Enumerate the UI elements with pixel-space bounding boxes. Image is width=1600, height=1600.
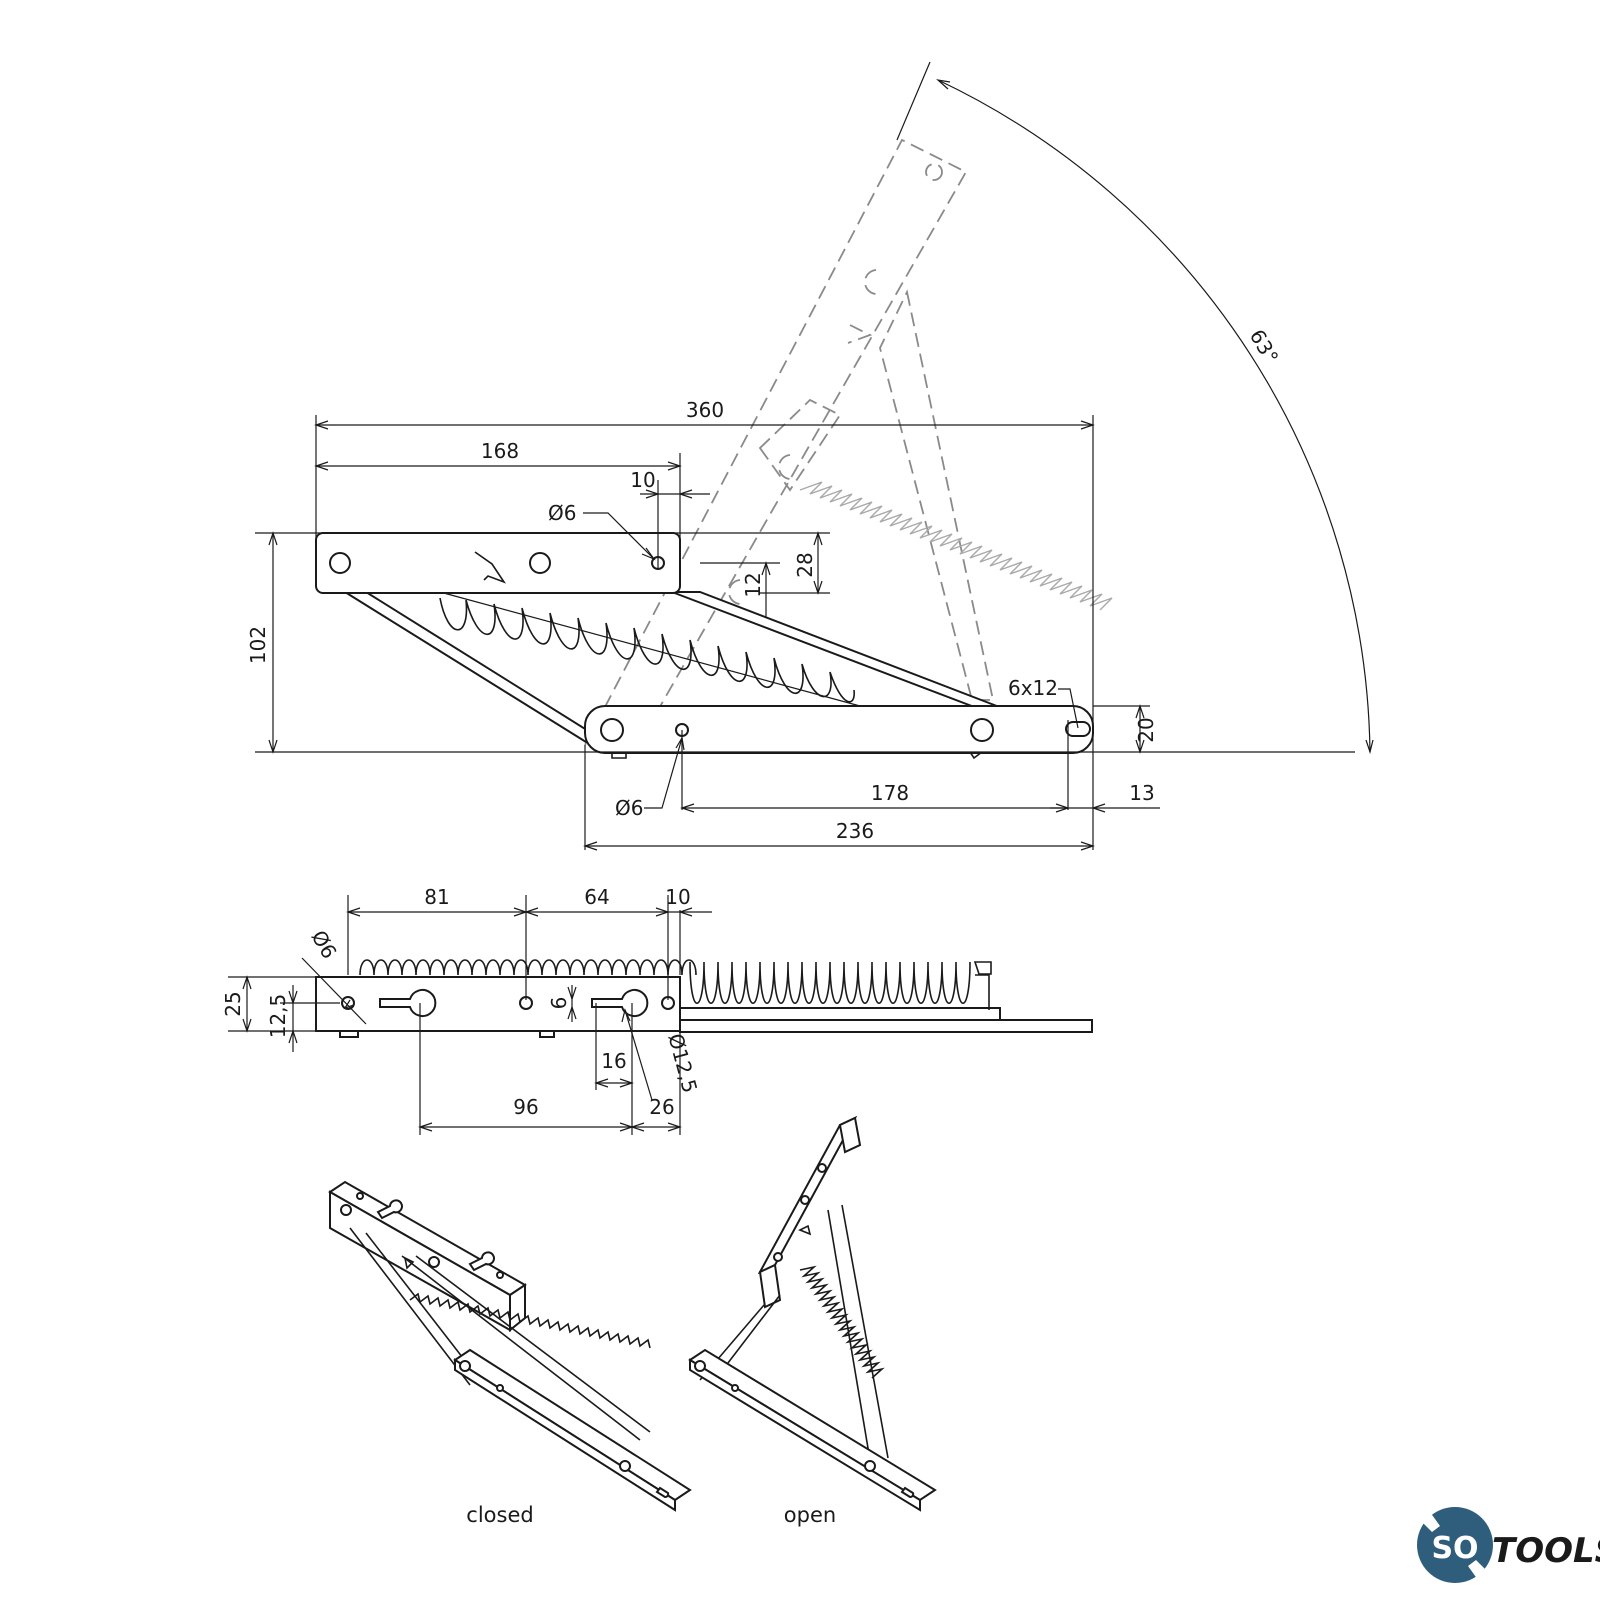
- dim-360: 360: [686, 398, 724, 422]
- dim-96: 96: [513, 1095, 538, 1119]
- top-spring: [359, 959, 992, 1010]
- dim-26: 26: [649, 1095, 674, 1119]
- side-view-dimensions: 360 168 10 Ø6 12 28 102 6x12 20: [246, 61, 1374, 851]
- dim-236: 236: [836, 819, 874, 843]
- dim-top-hole: Ø6: [307, 926, 342, 963]
- dim-102: 102: [246, 626, 270, 664]
- dim-28: 28: [793, 552, 817, 577]
- logo-badge-text: SO: [1431, 1531, 1478, 1566]
- caption-open: open: [784, 1503, 836, 1527]
- dim-20: 20: [1134, 717, 1158, 742]
- dim-10-bottom: 10: [665, 885, 690, 909]
- dim-angle-63: 63°: [1245, 325, 1284, 368]
- dim-6: 6: [547, 997, 571, 1010]
- open-spring-ghost: [799, 481, 1113, 611]
- iso-open: [688, 1115, 937, 1512]
- dim-168: 168: [481, 439, 519, 463]
- top-view: [315, 959, 1093, 1038]
- dim-13: 13: [1129, 781, 1154, 805]
- dim-10-top: 10: [630, 468, 655, 492]
- dim-64: 64: [584, 885, 609, 909]
- dim-slot: 6x12: [1008, 676, 1058, 700]
- closed-spring: [439, 591, 861, 707]
- logo-wrench-icon: [1420, 1512, 1488, 1580]
- dim-81: 81: [424, 885, 449, 909]
- so-tools-logo: SO TOOLS: [1417, 1507, 1600, 1583]
- dim-25: 25: [221, 991, 245, 1016]
- caption-closed: closed: [466, 1503, 533, 1527]
- dim-16: 16: [601, 1049, 626, 1073]
- logo-text: TOOLS: [1492, 1531, 1600, 1571]
- side-view: [315, 532, 1094, 760]
- dim-lower-hole: Ø6: [615, 796, 643, 820]
- dim-upper-hole: Ø6: [548, 501, 576, 525]
- iso-closed: [328, 1180, 692, 1512]
- dim-12-5: 12,5: [266, 994, 290, 1039]
- top-view-dimensions: 81 64 10 Ø6 25 12,5 6 16 Ø12,5: [221, 885, 712, 1135]
- dim-12: 12: [741, 572, 765, 597]
- dim-178: 178: [871, 781, 909, 805]
- dim-keyhole-diameter: Ø12,5: [663, 1031, 702, 1095]
